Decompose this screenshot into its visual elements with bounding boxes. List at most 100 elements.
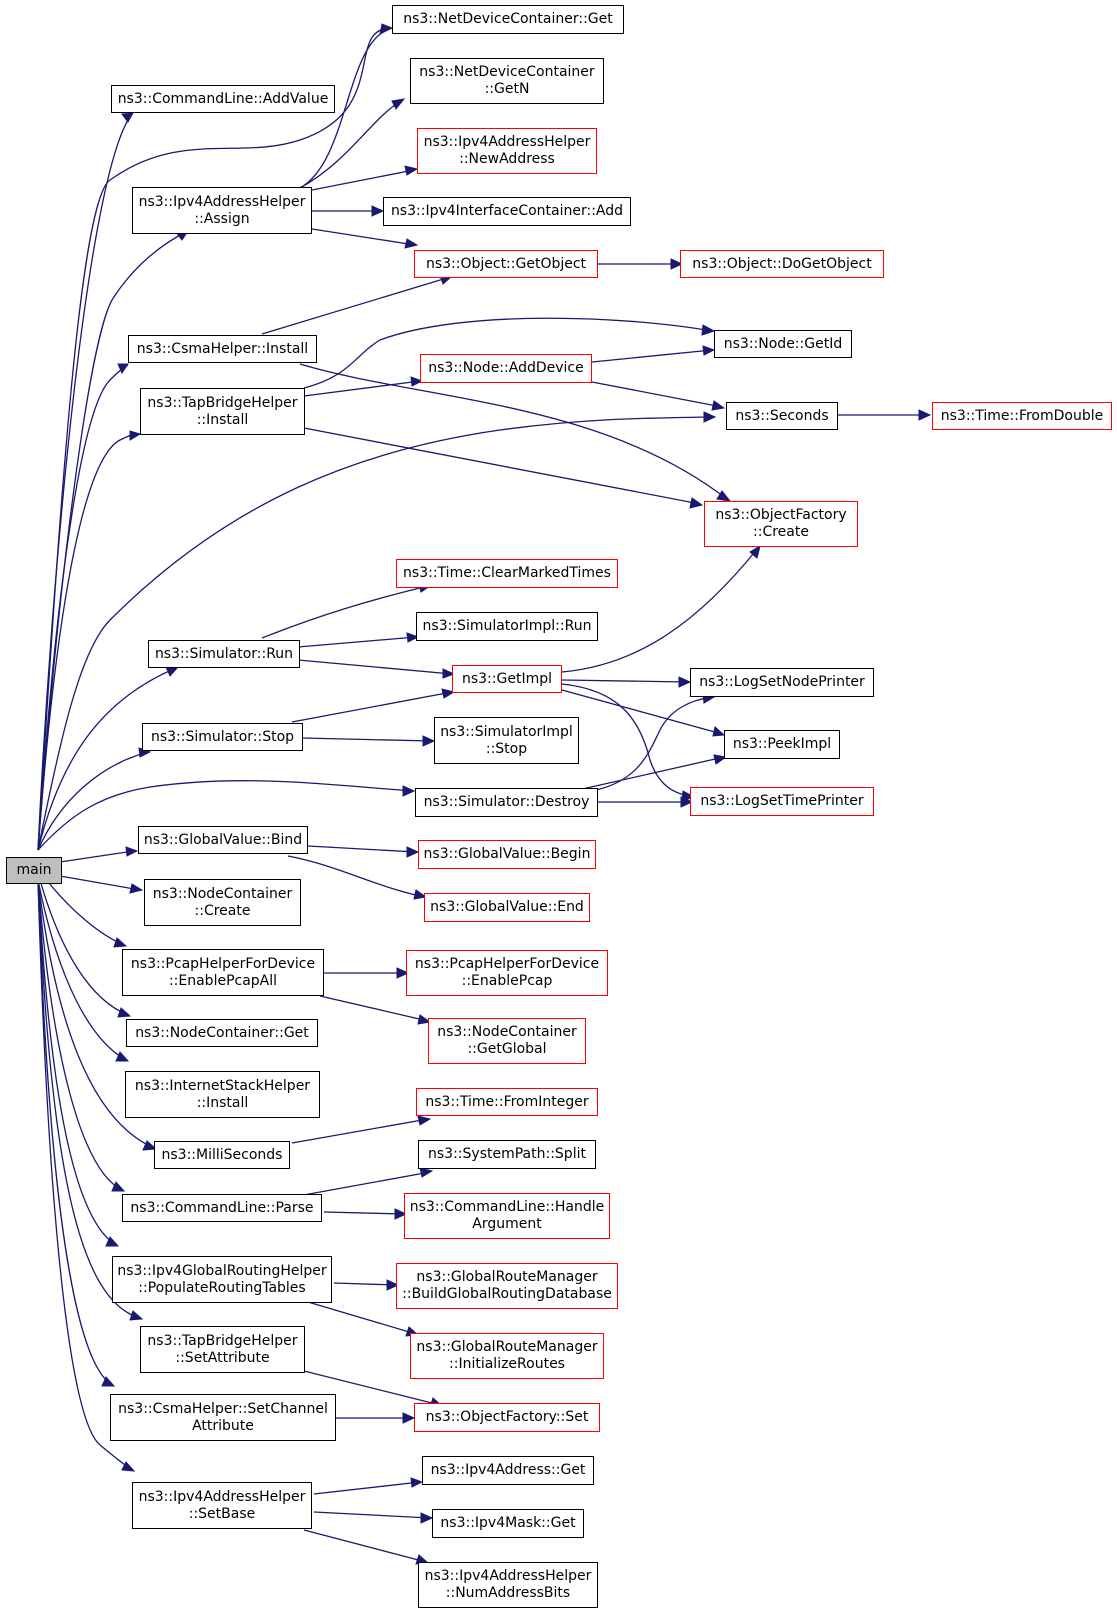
arrowhead <box>749 544 761 559</box>
node-simulatorimpl-run[interactable]: ns3::SimulatorImpl::Run <box>416 612 598 641</box>
node-getimpl[interactable]: ns3::GetImpl <box>452 665 562 693</box>
arrowhead <box>410 376 424 387</box>
node-netdevicecontainer-getn[interactable]: ns3::NetDeviceContainer::GetN <box>410 58 604 104</box>
node-pcaphelperfordevice-enablepcap[interactable]: ns3::PcapHelperForDevice::EnablePcap <box>406 950 608 996</box>
node-time-clearmarkedtimes[interactable]: ns3::Time::ClearMarkedTimes <box>396 559 618 588</box>
node-label: ns3::Node::GetId <box>723 335 843 352</box>
node-globalvalue-begin[interactable]: ns3::GlobalValue::Begin <box>418 840 596 869</box>
node-label: ns3::Ipv4Address::Get <box>430 1462 586 1478</box>
node-time-frominteger[interactable]: ns3::Time::FromInteger <box>416 1088 598 1116</box>
node-systempath-split[interactable]: ns3::SystemPath::Split <box>418 1140 596 1169</box>
node-tapbridgehelper-install[interactable]: ns3::TapBridgeHelper::Install <box>140 388 305 435</box>
node-globalroutemanager-initializeroutes[interactable]: ns3::GlobalRouteManager::InitializeRoute… <box>410 1333 604 1379</box>
node-main[interactable]: main <box>6 857 62 884</box>
node-label: Attribute <box>192 1417 254 1434</box>
node-ipv4interfacecontainer-add[interactable]: ns3::Ipv4InterfaceContainer::Add <box>383 197 631 226</box>
node-object-dogetobject[interactable]: ns3::Object::DoGetObject <box>680 250 884 278</box>
node-pcaphelperfordevice-enablepcapall[interactable]: ns3::PcapHelperForDevice::EnablePcapAll <box>122 949 324 996</box>
node-label: main <box>16 862 52 878</box>
node-ipv4mask-get[interactable]: ns3::Ipv4Mask::Get <box>432 1509 584 1538</box>
node-nodecontainer-get[interactable]: ns3::NodeContainer::Get <box>126 1019 318 1047</box>
edge-assign-newaddr <box>311 169 415 191</box>
arrowhead <box>129 1310 144 1321</box>
node-simulator-stop[interactable]: ns3::Simulator::Stop <box>142 723 303 751</box>
edge-stop-simimpl <box>301 737 433 742</box>
edge-getimpl-peekimpl <box>561 689 723 735</box>
node-logsettimeprinter[interactable]: ns3::LogSetTimePrinter <box>690 787 874 816</box>
node-label: ns3::GlobalValue::Bind <box>143 831 303 848</box>
node-objectfactory-create[interactable]: ns3::ObjectFactory::Create <box>704 501 858 547</box>
node-label: ::EnablePcapAll <box>168 972 278 989</box>
node-label: ns3::SimulatorImpl::Run <box>422 618 592 634</box>
node-label: ns3::PcapHelperForDevice <box>130 955 316 972</box>
node-label: ns3::Ipv4AddressHelper <box>138 193 306 210</box>
node-label: ::InitializeRoutes <box>449 1356 565 1372</box>
node-node-getid[interactable]: ns3::Node::GetId <box>714 330 852 358</box>
arrowhead <box>689 497 704 509</box>
node-internetstackhelper-install[interactable]: ns3::InternetStackHelper::Install <box>125 1071 320 1118</box>
node-globalvalue-bind[interactable]: ns3::GlobalValue::Bind <box>138 826 308 854</box>
node-label: ns3::CsmaHelper::SetChannel <box>118 1400 328 1417</box>
node-objectfactory-set[interactable]: ns3::ObjectFactory::Set <box>414 1403 600 1432</box>
node-label: ns3::Time::ClearMarkedTimes <box>403 565 611 581</box>
node-ipv4addresshelper-assign[interactable]: ns3::Ipv4AddressHelper::Assign <box>132 187 312 234</box>
node-label: ns3::LogSetNodePrinter <box>699 674 865 690</box>
node-label: ns3::TapBridgeHelper <box>147 394 298 411</box>
node-label: ::Assign <box>194 210 250 227</box>
edge-csma-of-create <box>299 363 729 501</box>
node-nodecontainer-getglobal[interactable]: ns3::NodeContainer::GetGlobal <box>428 1018 586 1064</box>
node-label: Argument <box>472 1216 542 1232</box>
edge-tapset-ofset <box>303 1370 441 1406</box>
edge-main-ish-install <box>37 879 127 1061</box>
node-ipv4globalroutinghelper-populateroutingtables[interactable]: ns3::Ipv4GlobalRoutingHelper::PopulateRo… <box>112 1256 332 1303</box>
node-label: ns3::SimulatorImpl <box>440 723 573 740</box>
edge-destroy-peekimpl <box>577 756 725 791</box>
node-label: ::SetBase <box>188 1505 256 1522</box>
node-label: ns3::NodeContainer <box>152 885 293 902</box>
arrowhead <box>701 324 716 336</box>
node-milliseconds[interactable]: ns3::MilliSeconds <box>154 1141 290 1169</box>
node-ipv4addresshelper-numaddressbits[interactable]: ns3::Ipv4AddressHelper::NumAddressBits <box>418 1562 598 1608</box>
node-object-getobject[interactable]: ns3::Object::GetObject <box>414 250 598 278</box>
arrowhead <box>702 345 716 356</box>
node-simulator-run[interactable]: ns3::Simulator::Run <box>148 640 300 668</box>
node-label: ns3::GetImpl <box>461 670 552 687</box>
node-globalvalue-end[interactable]: ns3::GlobalValue::End <box>424 893 590 922</box>
arrowhead <box>111 1181 126 1192</box>
node-commandline-addvalue[interactable]: ns3::CommandLine::AddValue <box>111 85 335 113</box>
node-node-adddevice[interactable]: ns3::Node::AddDevice <box>420 354 592 383</box>
edge-main-pcap-all <box>44 877 125 946</box>
node-logsetnodeprinter[interactable]: ns3::LogSetNodePrinter <box>690 668 874 697</box>
node-label: ns3::Time::FromDouble <box>940 407 1104 424</box>
node-ipv4address-get[interactable]: ns3::Ipv4Address::Get <box>422 1456 594 1485</box>
node-label: ::Install <box>196 411 249 428</box>
node-label: ns3::PcapHelperForDevice <box>414 956 600 972</box>
node-ipv4addresshelper-setbase[interactable]: ns3::Ipv4AddressHelper::SetBase <box>132 1482 312 1529</box>
node-label: ns3::Simulator::Destroy <box>423 794 590 810</box>
node-label: ns3::NetDeviceContainer::Get <box>403 11 613 27</box>
edge-run-clear <box>261 585 429 639</box>
arrowhead <box>420 1512 434 1524</box>
node-csmahelper-install[interactable]: ns3::CsmaHelper::Install <box>128 335 317 363</box>
node-seconds[interactable]: ns3::Seconds <box>726 402 838 430</box>
node-netdevicecontainer-get[interactable]: ns3::NetDeviceContainer::Get <box>392 5 624 34</box>
node-tapbridgehelper-setattribute[interactable]: ns3::TapBridgeHelper::SetAttribute <box>140 1326 305 1373</box>
arrowhead <box>113 937 128 948</box>
arrowhead <box>406 632 420 643</box>
node-label: ::SetAttribute <box>175 1349 270 1366</box>
node-globalroutemanager-buildglobalroutingdatabase[interactable]: ns3::GlobalRouteManager::BuildGlobalRout… <box>396 1263 618 1309</box>
node-time-fromdouble[interactable]: ns3::Time::FromDouble <box>932 402 1112 430</box>
node-commandline-parse[interactable]: ns3::CommandLine::Parse <box>122 1194 322 1222</box>
arrowhead <box>417 1014 432 1025</box>
arrowhead <box>670 258 684 270</box>
edge-main-seconds <box>37 416 714 851</box>
node-simulatorimpl-stop[interactable]: ns3::SimulatorImpl::Stop <box>434 717 579 764</box>
node-simulator-destroy[interactable]: ns3::Simulator::Destroy <box>415 788 598 817</box>
node-ipv4addresshelper-newaddress[interactable]: ns3::Ipv4AddressHelper::NewAddress <box>417 128 597 174</box>
arrowhead <box>441 688 456 699</box>
node-peekimpl[interactable]: ns3::PeekImpl <box>724 730 840 759</box>
node-nodecontainer-create[interactable]: ns3::NodeContainer::Create <box>144 879 301 926</box>
edge-main-nc-get <box>39 879 129 1016</box>
